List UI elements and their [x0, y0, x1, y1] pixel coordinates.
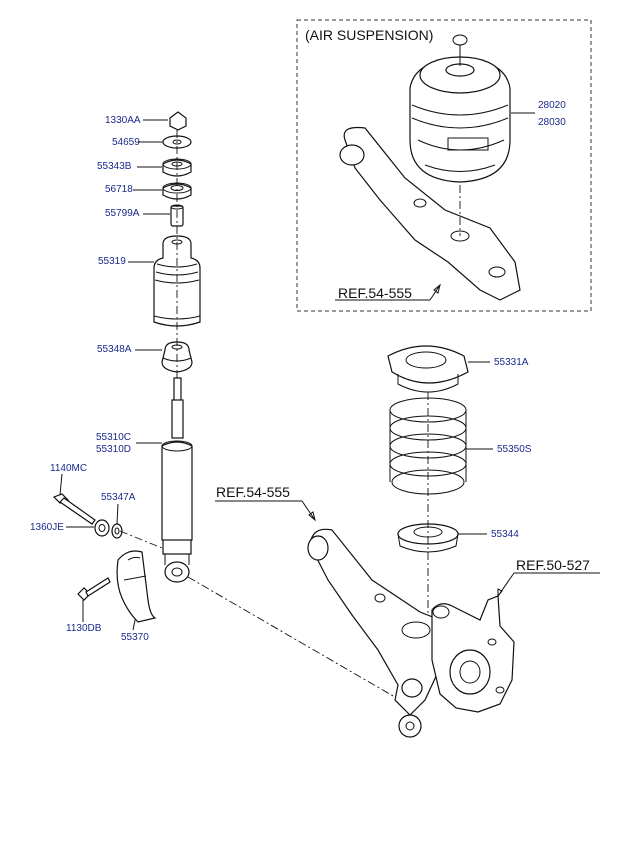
label-1330aa: 1330AA [105, 115, 141, 126]
label-55350s: 55350S [497, 444, 532, 455]
label-55370: 55370 [121, 632, 149, 643]
label-55799a: 55799A [105, 208, 140, 219]
label-1360je: 1360JE [30, 522, 64, 533]
label-28020: 28020 [538, 100, 566, 111]
label-28030: 28030 [538, 117, 566, 128]
label-56718: 56718 [105, 184, 133, 195]
label-55310d: 55310D [96, 444, 131, 455]
ref-air-suspension: REF.54-555 [338, 285, 412, 301]
nut-1360je [94, 519, 110, 537]
air-lower-arm [339, 126, 521, 301]
ref-lower-arm: REF.54-555 [216, 484, 290, 500]
air-suspension-box [296, 19, 592, 312]
label-54659: 54659 [112, 137, 140, 148]
nut-1330aa [169, 111, 187, 131]
label-55331a: 55331A [494, 357, 529, 368]
ref-knuckle: REF.50-527 [516, 557, 590, 573]
air-spring [409, 34, 511, 183]
bolt-1130db [77, 577, 111, 601]
label-1140mc: 1140MC [50, 463, 87, 474]
label-55344: 55344 [491, 529, 519, 540]
shock-absorber [161, 377, 193, 583]
bolt-1140mc [52, 493, 96, 525]
label-1130db: 1130DB [66, 623, 102, 634]
label-55310c: 55310C [96, 432, 131, 443]
bracket-55370 [116, 550, 157, 623]
bearing-56718 [162, 182, 192, 200]
knuckle [431, 595, 515, 713]
air-suspension-title: (AIR SUSPENSION) [305, 27, 433, 43]
label-55319: 55319 [98, 256, 126, 267]
assembly-line-shock [187, 576, 401, 701]
label-55343b: 55343B [97, 161, 132, 172]
lower-arm [307, 528, 449, 738]
label-55348a: 55348A [97, 344, 132, 355]
spring-pad-55331a [387, 345, 469, 393]
label-55347a: 55347A [101, 492, 136, 503]
